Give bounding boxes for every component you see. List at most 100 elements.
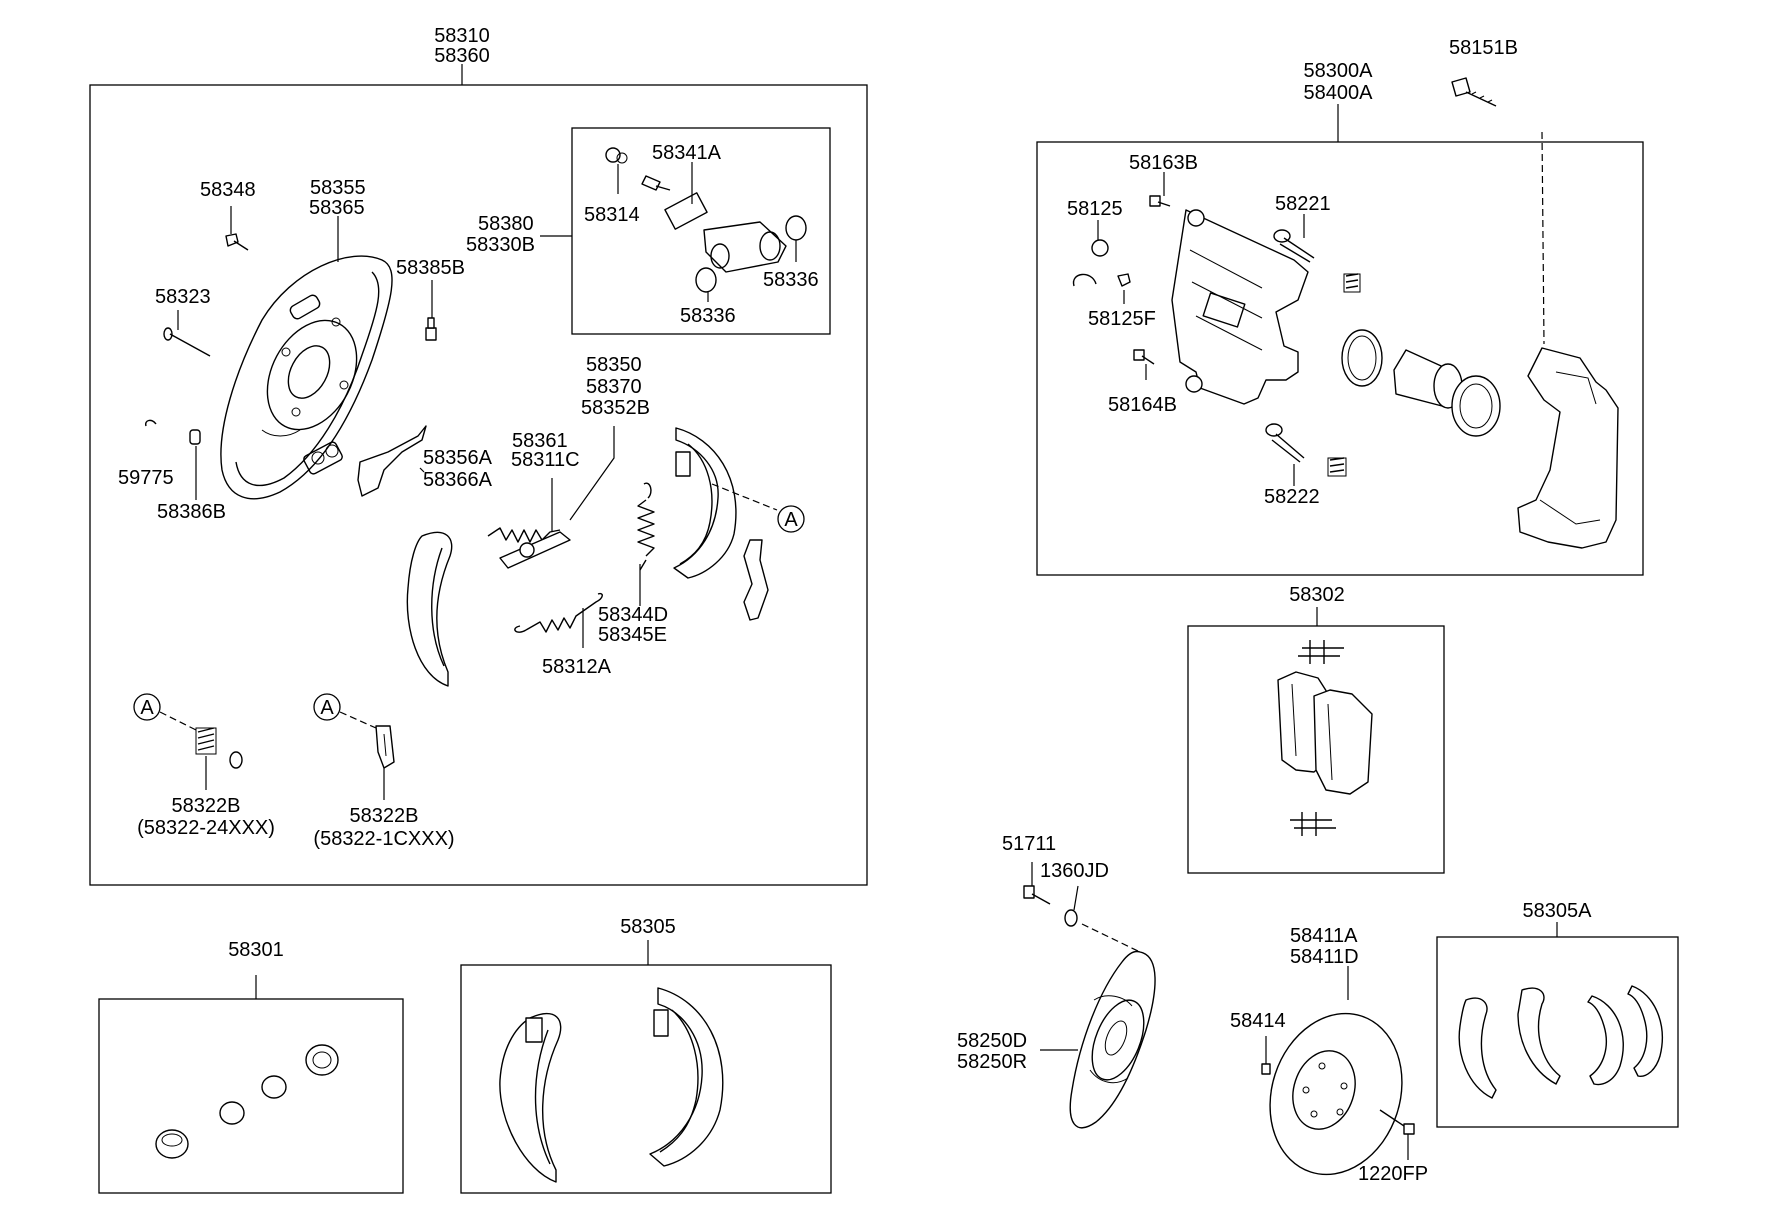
label-58322-1CXXX: (58322-1CXXX) — [313, 828, 454, 850]
piston-seal — [1341, 329, 1383, 387]
label-58348: 58348 — [200, 179, 256, 201]
label-58345E: 58345E — [598, 624, 667, 646]
label-58305: 58305 — [620, 916, 676, 938]
adjuster-58311C — [499, 531, 571, 569]
label-58164B: 58164B — [1108, 394, 1177, 416]
dust-shield-58250D — [1069, 950, 1156, 1129]
backing-plate — [220, 255, 393, 500]
shoe-kit-left-shoe — [499, 1012, 562, 1183]
label-58341A: 58341A — [652, 142, 722, 164]
label-58350: 58350 — [586, 354, 642, 376]
pad-shims-bottom — [1290, 812, 1336, 836]
bolt-58151B — [1451, 77, 1497, 107]
gasket-58341A — [664, 192, 708, 230]
bleeder-58314 — [641, 175, 671, 191]
label-58411A: 58411A — [1290, 925, 1358, 947]
hold-down-clip-1CXXX — [375, 725, 395, 769]
label-58361: 58361 — [512, 430, 568, 452]
screw-1220FP — [1379, 1109, 1415, 1135]
label-58314: 58314 — [584, 204, 640, 226]
return-spring-58344D — [637, 482, 655, 571]
hold-down-spring-24XXX — [195, 727, 243, 769]
guide-pin-58221 — [1273, 229, 1315, 263]
label-58414: 58414 — [1230, 1010, 1286, 1032]
label-58360: 58360 — [434, 45, 490, 67]
label-58355: 58355 — [310, 177, 366, 199]
callout-a-shoe-label: A — [784, 509, 798, 531]
pad-shims-top — [1298, 640, 1344, 664]
label-58336-right: 58336 — [763, 269, 819, 291]
label-58356A: 58356A — [423, 447, 493, 469]
boot-58222 — [1327, 457, 1347, 477]
label-59775: 59775 — [118, 467, 174, 489]
label-58322B-left: 58322B — [172, 795, 241, 817]
rear-drum-brake-assembly-box — [89, 84, 868, 886]
piston-58336-right — [785, 215, 807, 241]
bolt-51711 — [1023, 885, 1051, 905]
guide-pin-58222 — [1265, 423, 1305, 463]
label-58221: 58221 — [1275, 193, 1331, 215]
label-58380: 58380 — [478, 213, 534, 235]
brake-pad-kit-box — [1187, 625, 1445, 874]
callout-a-spring-label: A — [140, 697, 154, 719]
bolt-58164B — [1133, 349, 1155, 365]
boot-58221 — [1343, 273, 1361, 293]
nut-58125 — [1091, 239, 1109, 257]
label-1360JD: 1360JD — [1040, 860, 1109, 882]
brake-shoe-right — [673, 427, 737, 579]
label-58352B: 58352B — [581, 397, 650, 419]
adjuster-spring-58361 — [487, 527, 561, 543]
callout-a-shoe: A — [777, 505, 805, 533]
spring-58312A — [514, 592, 603, 633]
label-58222: 58222 — [1264, 486, 1320, 508]
label-58322-24XXX: (58322-24XXX) — [137, 817, 275, 839]
front-caliper-assembly-box — [1036, 141, 1644, 576]
label-58305A: 58305A — [1523, 900, 1593, 922]
label-58250R: 58250R — [957, 1051, 1027, 1073]
wheel-cylinder — [703, 221, 787, 273]
brake-shoe-left — [406, 531, 453, 687]
wheel-cylinder-subassembly-box — [571, 127, 831, 335]
label-58330B: 58330B — [466, 234, 535, 256]
label-58400A: 58400A — [1304, 82, 1374, 104]
label-58366A: 58366A — [423, 469, 493, 491]
label-58385B: 58385B — [396, 257, 465, 279]
parking-lever — [743, 539, 769, 621]
washer-1360JD — [1064, 909, 1078, 927]
label-58322B-right: 58322B — [350, 805, 419, 827]
nut-58414 — [1261, 1063, 1271, 1075]
adjuster-lever-58356A — [357, 425, 427, 497]
pin-58323 — [163, 327, 211, 357]
label-58301: 58301 — [228, 939, 284, 961]
cap-58386B — [189, 429, 201, 445]
brake-shoe-kit-box — [460, 964, 832, 1194]
parking-shoes — [1458, 985, 1663, 1099]
label-58336-left: 58336 — [680, 305, 736, 327]
callout-a-spring: A — [133, 693, 161, 721]
bolt-58348 — [225, 233, 249, 251]
dust-cap-58314 — [605, 147, 628, 164]
label-58365: 58365 — [309, 197, 365, 219]
caliper-piston — [1393, 349, 1463, 409]
label-58344D: 58344D — [598, 604, 668, 626]
caliper-body — [1517, 347, 1619, 549]
label-58151B: 58151B — [1449, 37, 1518, 59]
label-58125F: 58125F — [1088, 308, 1156, 330]
label-58311C: 58311C — [511, 449, 580, 471]
label-58386B: 58386B — [157, 501, 226, 523]
bolt-58163B — [1149, 195, 1171, 207]
clip-59775 — [144, 419, 157, 427]
wheel-cylinder-kit-box — [98, 998, 404, 1194]
label-58302: 58302 — [1289, 584, 1345, 606]
wheel-cylinder-kit-parts — [155, 1044, 339, 1159]
brake-disc-58411A — [1269, 1012, 1403, 1176]
piston-58336-left — [695, 267, 717, 293]
callout-a-clip: A — [313, 693, 341, 721]
label-58125: 58125 — [1067, 198, 1123, 220]
label-58323: 58323 — [155, 286, 211, 308]
label-58163B: 58163B — [1129, 152, 1198, 174]
brake-pad-right — [1313, 689, 1373, 795]
label-58312A: 58312A — [542, 656, 612, 678]
label-58300A: 58300A — [1304, 60, 1374, 82]
